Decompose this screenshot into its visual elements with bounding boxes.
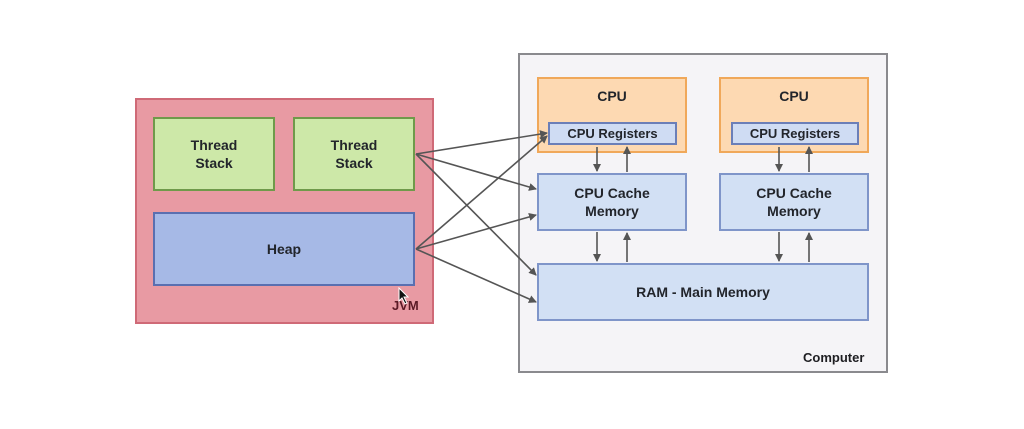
arrow-heap-to-registers <box>415 135 548 250</box>
cpu-registers-2: CPU Registers <box>731 122 859 145</box>
cpu-registers-1: CPU Registers <box>548 122 677 145</box>
arrow-heap-to-ram <box>415 248 537 303</box>
mouse-cursor-icon <box>398 287 410 305</box>
arrow-thread-to-registers <box>415 130 548 155</box>
heap: Heap <box>153 212 415 286</box>
computer-label: Computer <box>803 350 865 365</box>
cpu-cache-1: CPU Cache Memory <box>537 173 687 231</box>
arrow-heap-to-cache <box>415 213 537 250</box>
arrow-thread-to-cache <box>415 153 537 191</box>
cpu-cache-2: CPU Cache Memory <box>719 173 869 231</box>
ram-main-memory: RAM - Main Memory <box>537 263 869 321</box>
thread-stack-1: Thread Stack <box>153 117 275 191</box>
thread-stack-2: Thread Stack <box>293 117 415 191</box>
arrow-thread-to-ram <box>415 153 537 276</box>
